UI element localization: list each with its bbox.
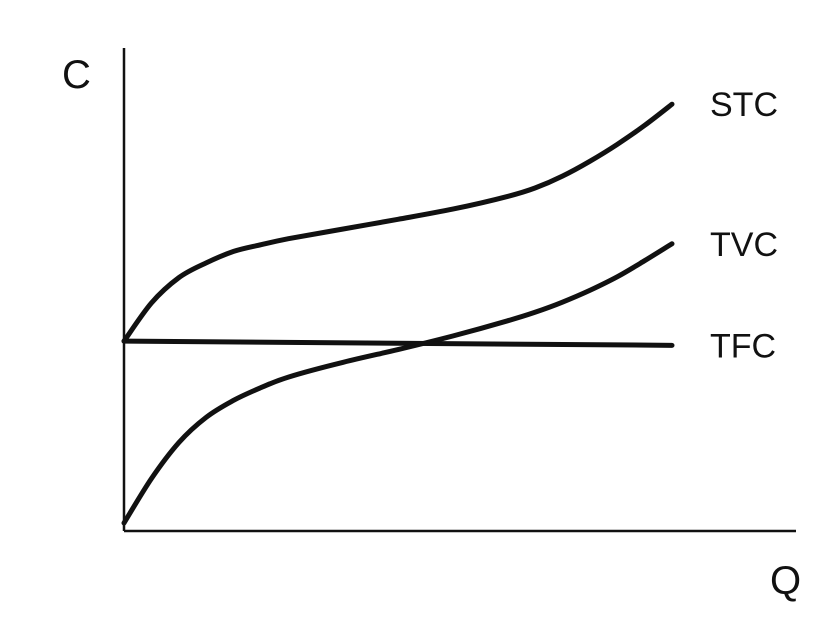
stc-curve xyxy=(121,101,675,344)
y-axis-label: C xyxy=(62,53,91,97)
series-group: STC TVC TFC xyxy=(121,86,778,526)
tvc-label: TVC xyxy=(710,226,778,264)
stc-label: STC xyxy=(710,86,778,124)
tvc-curve xyxy=(121,241,675,526)
tfc-curve xyxy=(121,338,675,348)
x-axis-label: Q xyxy=(770,559,801,603)
tfc-label: TFC xyxy=(710,327,776,365)
